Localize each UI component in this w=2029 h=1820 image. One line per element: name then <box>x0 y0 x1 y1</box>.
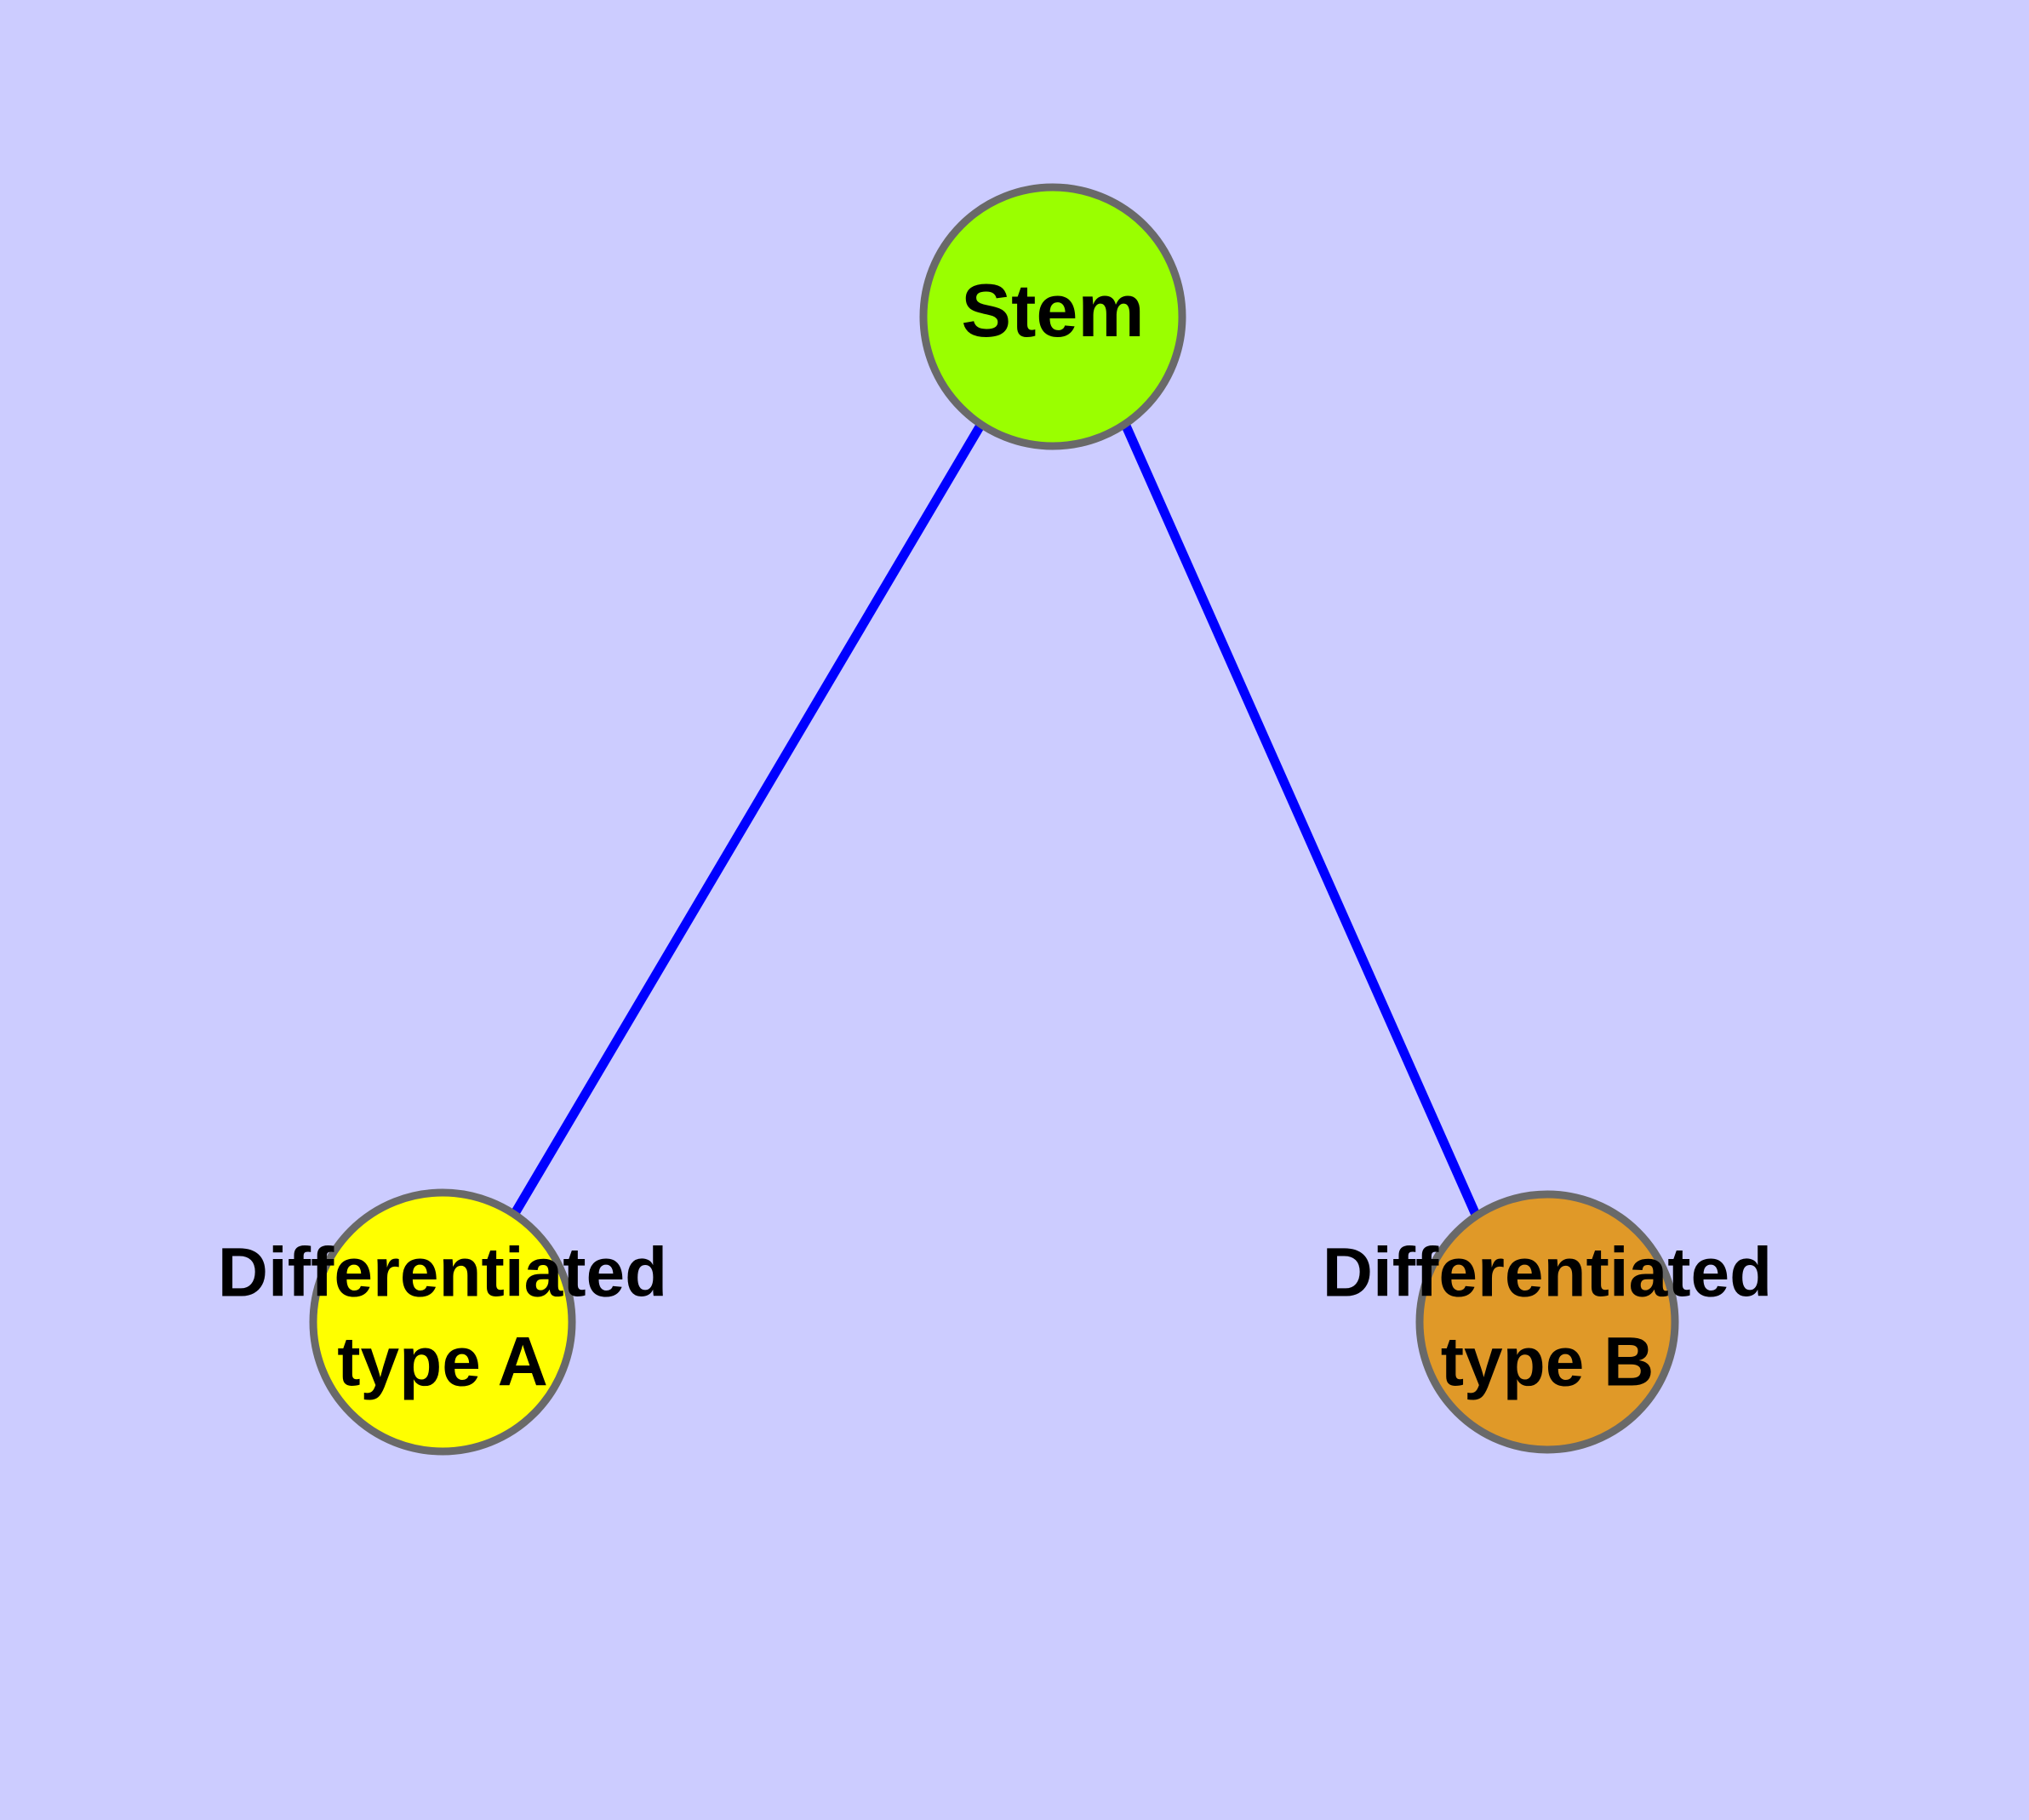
graph-node-label-diff_b: Differentiated type B <box>1323 1233 1773 1400</box>
graph-node-label-line: Differentiated <box>1323 1233 1773 1311</box>
graph-node-stem[interactable] <box>919 183 1186 450</box>
graph-node-label-line: Differentiated <box>218 1233 668 1311</box>
graph-node-diff_a[interactable] <box>309 1188 576 1456</box>
graph-edge-stem-to-diff_a[interactable] <box>510 421 986 1217</box>
graph-node-label-line: type B <box>1441 1323 1655 1400</box>
graph-node-label-stem: Stem <box>961 268 1144 352</box>
graph-node-label-line: type A <box>337 1323 548 1400</box>
graph-node-label-line: Stem <box>961 268 1144 352</box>
graph-node-diff_b[interactable] <box>1415 1190 1679 1454</box>
graph-node-label-diff_a: Differentiated type A <box>218 1233 668 1400</box>
edges-layer <box>510 421 1481 1217</box>
graph-edge-stem-to-diff_b[interactable] <box>1120 421 1481 1217</box>
nodes-layer <box>309 183 1679 1456</box>
